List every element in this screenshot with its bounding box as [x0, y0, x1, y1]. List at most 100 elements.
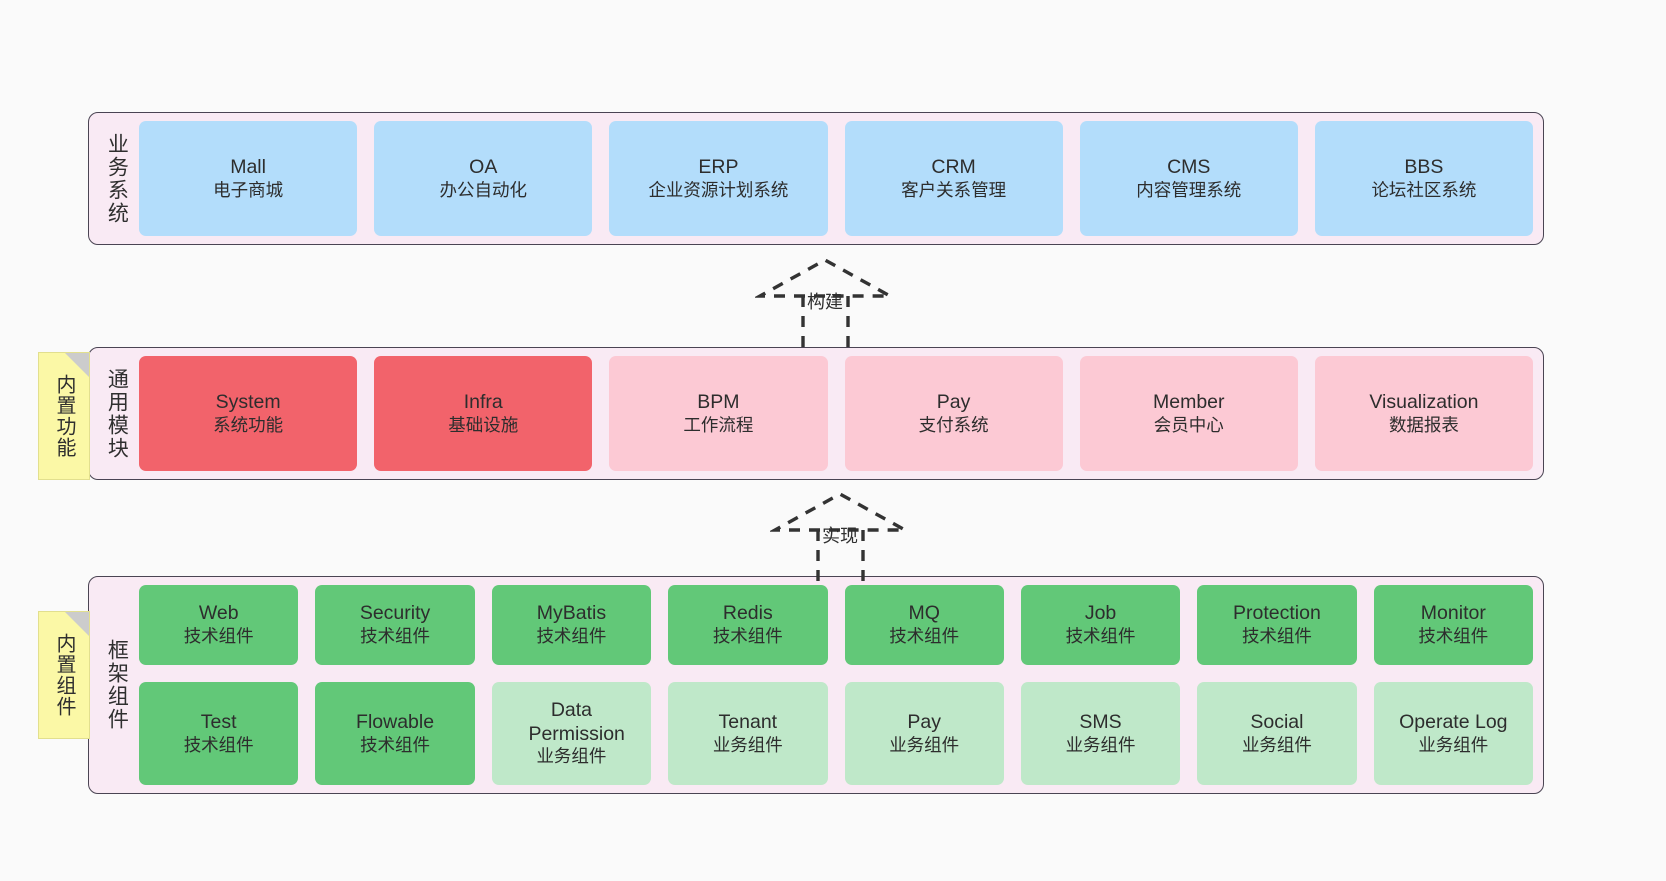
- layer-title-common-module: 通用模块: [105, 367, 129, 460]
- folded-corner-icon: [65, 612, 89, 636]
- node-subtitle: 技术组件: [712, 626, 783, 647]
- connector-build: 构建: [755, 258, 915, 348]
- layer-business-system: 业务系统 Mall 电子商城 OA 办公自动化 ERP 企业资源计划系统 CRM…: [88, 112, 1544, 245]
- node-protection[interactable]: Protection 技术组件: [1197, 585, 1357, 665]
- box-row: Test 技术组件 Flowable 技术组件 Data Permission …: [139, 681, 1533, 785]
- node-title: Operate Log: [1399, 710, 1508, 733]
- node-pay[interactable]: Pay 支付系统: [844, 356, 1063, 471]
- node-title: Flowable: [356, 710, 435, 733]
- node-title: SMS: [1079, 710, 1122, 733]
- node-flowable[interactable]: Flowable 技术组件: [315, 681, 475, 785]
- layer-boxes-common-module: System 系统功能 Infra 基础设施 BPM 工作流程 Pay 支付系统…: [139, 356, 1534, 471]
- node-system[interactable]: System 系统功能: [139, 356, 358, 471]
- node-bpm[interactable]: BPM 工作流程: [609, 356, 828, 471]
- node-title: ERP: [698, 155, 739, 178]
- node-title: BBS: [1404, 155, 1444, 178]
- node-operate-log[interactable]: Operate Log 业务组件: [1373, 681, 1533, 785]
- node-title: Member: [1153, 390, 1225, 413]
- folded-corner-icon: [65, 353, 89, 377]
- node-pay-business[interactable]: Pay 业务组件: [844, 681, 1004, 785]
- node-subtitle: 技术组件: [360, 734, 431, 755]
- node-subtitle: 内容管理系统: [1136, 179, 1242, 200]
- box-row: Mall 电子商城 OA 办公自动化 ERP 企业资源计划系统 CRM 客户关系…: [139, 121, 1534, 236]
- node-member[interactable]: Member 会员中心: [1079, 356, 1298, 471]
- node-infra[interactable]: Infra 基础设施: [374, 356, 593, 471]
- node-subtitle: 业务组件: [536, 746, 607, 767]
- node-title: Data Permission: [528, 698, 625, 745]
- node-subtitle: 业务组件: [1418, 734, 1489, 755]
- node-subtitle: 数据报表: [1388, 414, 1459, 435]
- node-subtitle: 系统功能: [213, 414, 284, 435]
- node-title: Social: [1250, 710, 1304, 733]
- connector-implement-label: 实现: [822, 526, 858, 546]
- node-subtitle: 支付系统: [918, 414, 989, 435]
- layer-boxes-business-system: Mall 电子商城 OA 办公自动化 ERP 企业资源计划系统 CRM 客户关系…: [139, 121, 1534, 236]
- node-oa[interactable]: OA 办公自动化: [374, 121, 593, 236]
- connector-implement-arrow: [770, 492, 912, 582]
- node-security[interactable]: Security 技术组件: [315, 585, 475, 665]
- layer-framework-component: 框架组件 Web 技术组件 Security 技术组件 MyBatis 技术组件…: [88, 576, 1544, 794]
- node-title: Job: [1084, 602, 1117, 625]
- node-title: Web: [198, 602, 239, 625]
- node-data-permission[interactable]: Data Permission 业务组件: [491, 681, 652, 785]
- node-title: Pay: [907, 710, 941, 733]
- node-crm[interactable]: CRM 客户关系管理: [844, 121, 1063, 236]
- node-subtitle: 技术组件: [1241, 626, 1312, 647]
- node-sms[interactable]: SMS 业务组件: [1020, 681, 1181, 785]
- node-subtitle: 业务组件: [889, 734, 960, 755]
- node-title: Pay: [936, 390, 971, 413]
- node-redis[interactable]: Redis 技术组件: [668, 585, 828, 665]
- node-subtitle: 业务组件: [712, 734, 783, 755]
- node-subtitle: 办公自动化: [439, 179, 528, 200]
- node-tenant[interactable]: Tenant 业务组件: [668, 681, 828, 785]
- sticky-note-builtin-components: 内置组件: [38, 611, 90, 739]
- node-subtitle: 技术组件: [1065, 626, 1136, 647]
- node-title: Tenant: [718, 710, 778, 733]
- node-social[interactable]: Social 业务组件: [1197, 681, 1357, 785]
- layer-title-business-system: 业务系统: [105, 132, 129, 225]
- node-subtitle: 业务组件: [1065, 734, 1136, 755]
- node-mall[interactable]: Mall 电子商城: [139, 121, 358, 236]
- node-title: Visualization: [1369, 390, 1479, 413]
- node-subtitle: 技术组件: [536, 626, 607, 647]
- node-title: BPM: [697, 390, 740, 413]
- node-title: CMS: [1167, 155, 1211, 178]
- layer-boxes-framework-component: Web 技术组件 Security 技术组件 MyBatis 技术组件 Redi…: [139, 585, 1533, 785]
- node-title: Mall: [230, 155, 266, 178]
- node-bbs[interactable]: BBS 论坛社区系统: [1314, 121, 1534, 236]
- node-subtitle: 会员中心: [1153, 414, 1224, 435]
- node-title: MyBatis: [536, 602, 607, 625]
- node-title: Security: [359, 602, 431, 625]
- node-subtitle: 论坛社区系统: [1371, 179, 1477, 200]
- node-title: Infra: [463, 390, 503, 413]
- node-monitor[interactable]: Monitor 技术组件: [1373, 585, 1533, 665]
- node-subtitle: 客户关系管理: [901, 179, 1007, 200]
- node-subtitle: 业务组件: [1241, 734, 1312, 755]
- node-job[interactable]: Job 技术组件: [1020, 585, 1181, 665]
- node-erp[interactable]: ERP 企业资源计划系统: [609, 121, 828, 236]
- node-test[interactable]: Test 技术组件: [139, 681, 299, 785]
- layer-common-module: 通用模块 System 系统功能 Infra 基础设施 BPM 工作流程 Pay…: [88, 347, 1544, 480]
- node-subtitle: 企业资源计划系统: [648, 179, 789, 200]
- node-subtitle: 技术组件: [1418, 626, 1489, 647]
- node-web[interactable]: Web 技术组件: [139, 585, 299, 665]
- sticky-note-text: 内置组件: [53, 633, 75, 717]
- node-title: Monitor: [1420, 602, 1486, 625]
- connector-build-arrow: [755, 258, 897, 348]
- node-subtitle: 电子商城: [213, 179, 284, 200]
- node-mybatis[interactable]: MyBatis 技术组件: [491, 585, 652, 665]
- box-row: Web 技术组件 Security 技术组件 MyBatis 技术组件 Redi…: [139, 585, 1533, 665]
- node-subtitle: 技术组件: [360, 626, 431, 647]
- node-visualization[interactable]: Visualization 数据报表: [1314, 356, 1534, 471]
- node-title: MQ: [908, 602, 940, 625]
- connector-implement: 实现: [770, 492, 930, 582]
- node-subtitle: 基础设施: [448, 414, 519, 435]
- sticky-note-text: 内置功能: [53, 374, 75, 458]
- node-title: System: [215, 390, 281, 413]
- node-title: CRM: [931, 155, 976, 178]
- layer-title-framework-component: 框架组件: [105, 639, 129, 731]
- node-mq[interactable]: MQ 技术组件: [844, 585, 1004, 665]
- node-title: OA: [469, 155, 498, 178]
- node-subtitle: 技术组件: [183, 626, 254, 647]
- node-cms[interactable]: CMS 内容管理系统: [1079, 121, 1298, 236]
